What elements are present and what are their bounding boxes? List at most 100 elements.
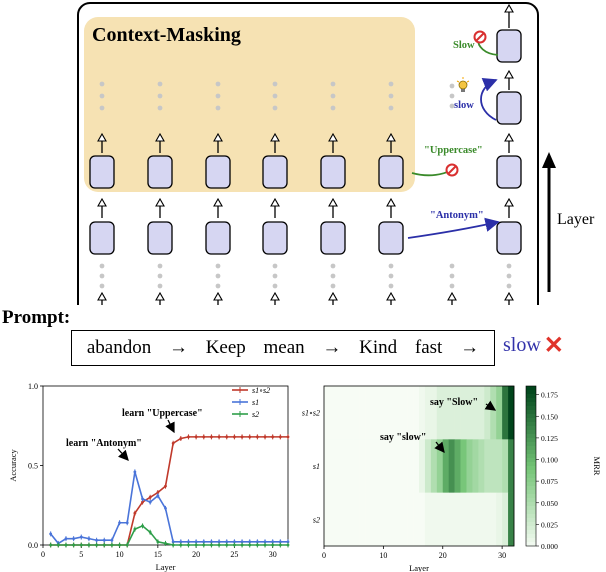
hidden-state-node [205, 155, 231, 189]
prediction: slow ✕ [503, 334, 564, 358]
data-point [179, 543, 183, 547]
colorbar-segment [526, 494, 536, 499]
data-point [141, 497, 144, 501]
heatmap-cell [430, 492, 438, 547]
ellipsis-dot [215, 273, 221, 279]
annotation-say-slow-upper: say "Slow" [430, 397, 478, 408]
heatmap-cell [496, 386, 503, 440]
heatmap-cell [454, 386, 461, 440]
heatmap-cell [424, 492, 432, 547]
data-point [233, 435, 236, 439]
heatmap-cell [448, 492, 455, 547]
heatmap-cell [401, 439, 408, 493]
colorbar-tick-label: 0.075 [541, 477, 558, 486]
data-point [233, 540, 236, 544]
hidden-state-node [89, 155, 115, 189]
ellipsis-dot [388, 273, 394, 279]
data-point [171, 543, 175, 547]
heatmap-cell [341, 492, 349, 547]
hidden-state-node [378, 155, 404, 189]
heatmap-cell [353, 492, 360, 547]
colorbar-segment [526, 442, 536, 447]
colorbar-segment [526, 482, 536, 487]
up-arrow-head [504, 291, 514, 301]
heatmap-cell [383, 386, 390, 440]
y-tick-label: 0.0 [28, 541, 38, 550]
hidden-state-node [496, 29, 522, 63]
colorbar-tick-label: 0.050 [541, 499, 558, 508]
colorbar-segment [526, 430, 536, 435]
heatmap-cell [377, 492, 384, 547]
heatmap-cell [419, 492, 426, 547]
hidden-state-node [496, 221, 522, 255]
annotation-arrow [165, 419, 175, 434]
heatmap-row-label: s1 [313, 462, 320, 471]
heatmap-cell [353, 439, 360, 493]
heatmap-cell [389, 439, 396, 493]
x-tick-label: 5 [79, 550, 83, 559]
heatmap-cell [324, 492, 331, 547]
ellipsis-dot [506, 283, 512, 289]
ellipsis-dot [157, 93, 163, 99]
ellipsis-dot [330, 81, 336, 87]
heatmap-cell [407, 386, 414, 440]
heatmap-cell [472, 492, 479, 547]
colorbar-segment [526, 530, 536, 535]
ellipsis-dot [388, 283, 394, 289]
ellipsis-dot [272, 81, 278, 87]
data-point [286, 543, 290, 547]
heatmap-cell [502, 439, 509, 493]
colorbar-segment [526, 510, 536, 515]
heatmap-cell [442, 439, 449, 493]
heatmap-cell [442, 386, 449, 440]
heatmap-cell [407, 492, 414, 547]
slow-mid-arrow [480, 78, 498, 121]
heatmap-cell [407, 439, 414, 493]
ellipsis-dot [215, 283, 221, 289]
up-arrow-head [270, 132, 280, 142]
ellipsis-dot [272, 105, 278, 111]
x-axis-label: Layer [409, 563, 429, 572]
colorbar-segment [526, 478, 536, 483]
heatmap-cell [413, 492, 420, 547]
ellipsis-dot [272, 283, 278, 289]
prompt-token: → [168, 337, 188, 358]
heatmap-cell [365, 439, 372, 493]
heatmap-cell [359, 386, 366, 440]
colorbar-segment [526, 426, 536, 431]
heatmap-cell [496, 492, 503, 547]
heatmap-cell [329, 439, 337, 493]
ellipsis-dot [449, 283, 455, 289]
legend-label: s1∘s2 [252, 386, 270, 395]
ellipsis-dot [157, 105, 163, 111]
legend-label: s1 [252, 398, 259, 407]
data-point [248, 435, 252, 439]
heatmap-cell [484, 439, 491, 493]
ellipsis-dot [330, 273, 336, 279]
x-tick-label: 0 [41, 550, 45, 559]
up-arrow-head [155, 132, 165, 142]
up-arrow-head [155, 197, 165, 207]
colorbar-segment [526, 490, 536, 495]
hidden-state-node [262, 155, 288, 189]
heatmap-cell [365, 492, 372, 547]
prompt-box: abandon → Keep mean → Kind fast → [71, 330, 495, 366]
heatmap-cell [371, 492, 378, 547]
heatmap-cell [335, 492, 343, 547]
x-tick-label: 20 [439, 551, 447, 560]
hidden-state-node [496, 155, 522, 189]
colorbar-tick-label: 0.000 [541, 542, 558, 551]
lightbulb-icon [456, 77, 470, 92]
heatmap-cell [436, 439, 444, 493]
heatmap-frame [323, 385, 515, 547]
heatmap-cell [502, 386, 509, 440]
data-point [233, 543, 236, 547]
data-point [225, 435, 229, 439]
data-point [164, 507, 167, 510]
data-point [110, 543, 114, 547]
data-point [248, 543, 252, 547]
ellipsis-dot [215, 93, 221, 99]
data-point [56, 543, 60, 547]
heatmap-cell [419, 386, 426, 440]
data-point [179, 437, 183, 440]
